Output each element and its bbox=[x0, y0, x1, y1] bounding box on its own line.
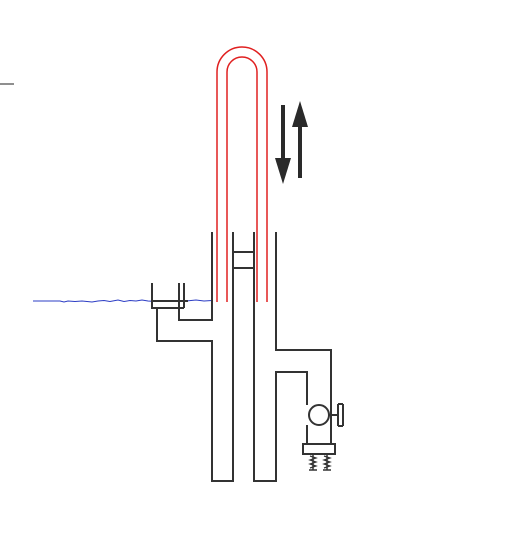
u-tube-inner bbox=[226, 56, 258, 302]
central-tube-right-wall bbox=[253, 232, 308, 482]
overflow-cup-left-wall bbox=[151, 232, 234, 482]
u-tube-outer bbox=[216, 46, 268, 302]
up-down-arrows-icon bbox=[275, 101, 308, 184]
valve-knob-icon bbox=[306, 403, 344, 444]
side-arm-outer-wall bbox=[275, 232, 332, 444]
screw-clamp-icon bbox=[302, 443, 336, 471]
